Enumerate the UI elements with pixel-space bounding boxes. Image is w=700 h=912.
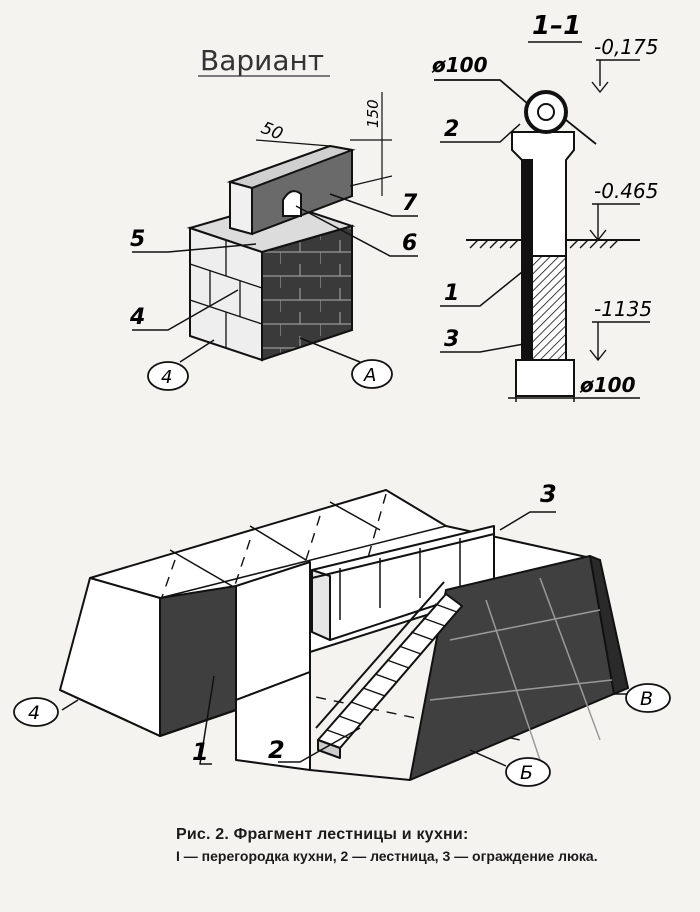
- iso-axis-be: Б: [520, 762, 533, 784]
- post: [511, 131, 575, 397]
- iso-callout-2: 2: [268, 736, 285, 764]
- section-1-1: 1–1 -0,175 -0.: [431, 11, 658, 402]
- variant-axis-4: 4: [161, 367, 172, 388]
- cap-beam: [226, 144, 356, 236]
- pipe-diameter-top: ø100: [431, 53, 488, 77]
- section-callout-1: 1: [444, 281, 459, 306]
- section-callout-3: 3: [444, 327, 459, 352]
- ground-hatch: [469, 239, 619, 249]
- level-bottom: -1135: [594, 297, 652, 321]
- caption-text: I — перегородка кухни, 2 — лестница, 3 —…: [176, 848, 598, 864]
- iso-callout-3: 3: [540, 480, 557, 508]
- variant-callout-4: 4: [129, 305, 145, 330]
- slab-joints: [159, 501, 447, 599]
- level-top: -0,175: [594, 35, 658, 59]
- variant-axis-a: A: [363, 365, 376, 386]
- iso-axis-4: 4: [28, 702, 40, 724]
- level-marks: [589, 59, 650, 362]
- variant-detail: Вариант 150 50: [129, 44, 418, 391]
- iso-leaders: [61, 511, 628, 767]
- iso-axis-b: B: [640, 688, 653, 710]
- section-title: 1–1: [532, 11, 581, 41]
- variant-callout-5: 5: [130, 227, 145, 252]
- iso-axis-bubbles: 4 B Б: [13, 683, 671, 787]
- stair: [315, 581, 463, 759]
- figure-caption: Рис. 2. Фрагмент лестницы и кухни: I — п…: [176, 826, 686, 866]
- section-callout-2: 2: [444, 117, 459, 142]
- dim-150: 150: [364, 99, 382, 128]
- variant-callout-6: 6: [402, 231, 417, 256]
- caption-title: Рис. 2. Фрагмент лестницы и кухни:: [176, 826, 469, 843]
- isometric-view: [59, 489, 629, 781]
- section-leaders: [440, 123, 525, 353]
- hatch-railing: [311, 525, 495, 641]
- variant-title: Вариант: [200, 44, 324, 77]
- variant-callout-7: 7: [402, 191, 418, 216]
- iso-callout-1: 1: [192, 738, 209, 766]
- level-mid: -0.465: [594, 179, 658, 203]
- variant-leaders: [132, 193, 418, 363]
- base-diameter: ø100: [579, 373, 636, 397]
